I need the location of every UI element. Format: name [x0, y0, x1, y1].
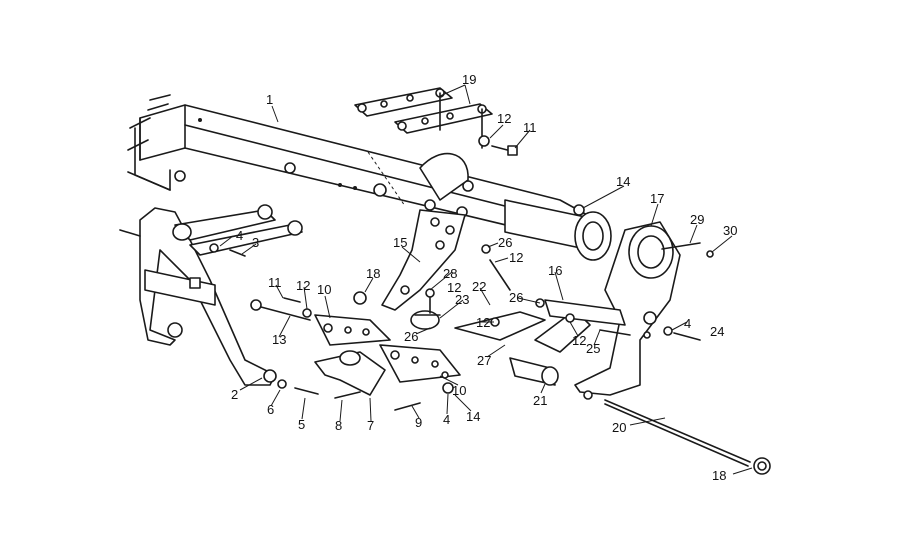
callout-4: 4 [443, 412, 451, 427]
callout-26: 26 [498, 235, 513, 250]
footrest-plates [314, 314, 461, 411]
callout-1: 1 [266, 92, 274, 107]
callout-12: 12 [497, 111, 512, 126]
callout-4: 4 [684, 316, 692, 331]
callout-17: 17 [650, 191, 665, 206]
callout-13: 13 [272, 332, 287, 347]
callout-14: 14 [466, 409, 481, 424]
callout-20: 20 [612, 420, 627, 435]
callout-5: 5 [298, 417, 306, 432]
callout-28: 28 [443, 266, 458, 281]
callout-25: 25 [586, 341, 601, 356]
callout-16: 16 [548, 263, 563, 278]
callout-12: 12 [447, 280, 462, 295]
callout-26: 26 [509, 290, 524, 305]
callout-12: 12 [296, 278, 311, 293]
center-bracket [353, 152, 469, 311]
callout-2: 2 [231, 387, 239, 402]
callout-15: 15 [393, 235, 408, 250]
callout-4: 4 [236, 228, 244, 243]
callout-24: 24 [710, 324, 725, 339]
long-bolt-13 [250, 297, 312, 321]
callout-18: 18 [712, 468, 727, 483]
callout-21: 21 [533, 393, 548, 408]
left-subframe [119, 204, 319, 395]
callout-6: 6 [267, 402, 275, 417]
callout-30: 30 [723, 223, 738, 238]
callout-12: 12 [509, 250, 524, 265]
callout-7: 7 [367, 418, 375, 433]
top-bolt [478, 135, 518, 156]
callout-14: 14 [616, 174, 631, 189]
callout-29: 29 [690, 212, 705, 227]
callout-8: 8 [335, 418, 343, 433]
callout-18: 18 [366, 266, 381, 281]
shock-assembly [509, 298, 701, 386]
callout-12: 12 [572, 333, 587, 348]
leader-lines [219, 84, 753, 475]
callout-9: 9 [415, 415, 423, 430]
callout-3: 3 [252, 235, 260, 250]
callout-19: 19 [462, 72, 477, 87]
callout-10: 10 [452, 383, 467, 398]
callout-22: 22 [472, 279, 487, 294]
callout-27: 27 [477, 353, 492, 368]
callout-12: 12 [476, 315, 491, 330]
upper-link-plates [354, 87, 493, 149]
main-frame-beam [127, 94, 612, 261]
callout-26: 26 [404, 329, 419, 344]
callout-23: 23 [455, 292, 470, 307]
axle-rod [604, 399, 771, 475]
callout-11: 11 [268, 275, 282, 290]
callout-10: 10 [317, 282, 332, 297]
callout-11: 11 [523, 120, 537, 135]
